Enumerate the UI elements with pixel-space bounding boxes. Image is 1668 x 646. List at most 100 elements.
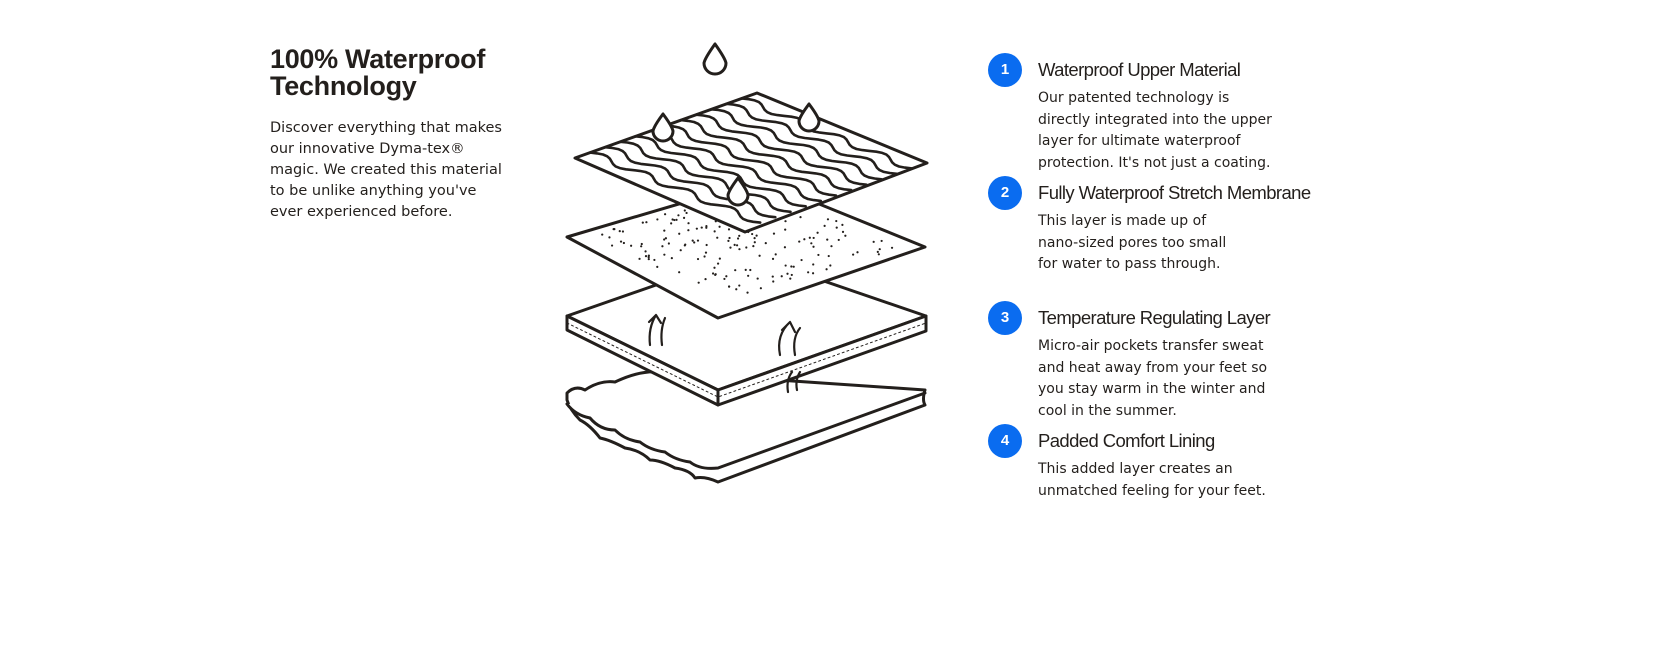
heat-arrow-icon	[778, 320, 802, 357]
pore-dot	[837, 238, 840, 242]
desc-line: directly integrated into the upper	[1038, 111, 1272, 128]
pore-dot	[890, 246, 894, 249]
pore-dot	[780, 275, 783, 278]
pore-dot	[727, 239, 730, 242]
intro-section: 100% Waterproof Technology Discover ever…	[270, 46, 520, 223]
pore-dot	[683, 209, 686, 212]
pore-dot	[756, 277, 759, 280]
pore-dot	[647, 255, 650, 259]
pore-dot	[784, 228, 787, 231]
pore-dot	[745, 246, 748, 249]
pore-dot	[640, 242, 643, 246]
pore-dot	[749, 268, 752, 272]
pore-dot	[753, 241, 756, 244]
pore-dot	[786, 272, 789, 275]
wave-line	[588, 151, 762, 224]
pore-dot	[713, 230, 716, 233]
pore-dot	[687, 222, 690, 225]
wave-line	[634, 135, 807, 208]
pore-dot	[729, 246, 732, 249]
pore-dot	[713, 266, 716, 269]
intro-text: Discover everything that makes our innov…	[270, 118, 520, 223]
pore-dot	[608, 236, 611, 239]
pore-dot	[738, 234, 741, 237]
pore-dot	[670, 256, 673, 260]
pore-dot	[872, 240, 875, 243]
pore-dot	[704, 251, 708, 254]
pore-dot	[663, 238, 666, 241]
pore-dot	[764, 242, 767, 245]
pore-dot	[671, 218, 674, 221]
pore-dot	[877, 253, 880, 256]
wave-line	[725, 102, 898, 176]
pore-dot	[856, 251, 859, 254]
pore-dot	[812, 245, 815, 248]
pore-dot	[677, 214, 680, 217]
pore-dot	[784, 220, 787, 223]
pore-dot	[826, 218, 830, 221]
pore-dot	[825, 268, 828, 271]
pore-dot	[728, 285, 731, 288]
water-drop-icon	[651, 42, 821, 207]
pore-dot	[799, 216, 802, 219]
pore-dot	[682, 216, 686, 220]
pore-dot	[619, 240, 623, 243]
pore-dot	[808, 236, 811, 239]
pore-dot	[670, 222, 673, 225]
intro-line: our innovative Dyma-tex®	[270, 141, 465, 157]
pore-dot	[817, 253, 820, 257]
feature-number-badge: 2	[988, 176, 1022, 210]
pore-dot	[663, 229, 666, 232]
pore-dot	[673, 218, 676, 222]
desc-line: unmatched feeling for your feet.	[1038, 482, 1266, 499]
pore-dot	[810, 242, 813, 245]
pore-dot	[746, 291, 749, 294]
desc-line: you stay warm in the winter and	[1038, 381, 1266, 397]
desc-line: Micro-air pockets transfer sweat	[1038, 338, 1264, 354]
wave-line	[604, 145, 777, 219]
wave-line	[619, 140, 792, 214]
pore-dot	[771, 275, 774, 278]
pore-dot	[716, 236, 719, 239]
temperature-layer	[565, 252, 928, 407]
feature-number-badge: 1	[988, 53, 1022, 87]
wave-line	[710, 108, 883, 181]
pore-dot	[841, 223, 844, 227]
pore-dot	[755, 234, 758, 237]
pore-dot	[841, 230, 845, 233]
pore-dot	[621, 230, 625, 233]
pore-dot	[714, 273, 717, 276]
pore-dot	[811, 272, 815, 275]
pore-dot	[772, 280, 775, 283]
intro-line: magic. We created this material	[270, 162, 502, 178]
heat-arrow-icon	[647, 313, 667, 347]
pore-dot	[656, 218, 659, 221]
pore-dot	[738, 248, 741, 251]
pore-dot	[790, 265, 793, 268]
desc-line: cool in the summer.	[1038, 402, 1177, 419]
desc-line: layer for ultimate waterproof	[1038, 133, 1241, 149]
pore-dot	[711, 272, 715, 275]
pore-dot	[687, 229, 690, 232]
pore-dot	[685, 211, 688, 215]
pore-dot	[733, 243, 736, 247]
pore-dot	[812, 236, 815, 240]
desc-line: and heat away from your feet so	[1038, 359, 1268, 376]
pore-dot	[798, 240, 801, 243]
wave-line	[664, 124, 838, 197]
pore-dot	[630, 244, 633, 247]
pore-dot	[744, 268, 747, 271]
pore-dot	[758, 254, 761, 257]
pore-dot	[792, 265, 795, 268]
pore-dot	[852, 253, 855, 256]
pore-dot	[790, 273, 793, 277]
membrane-layer	[565, 178, 927, 320]
feature-title: Fully Waterproof Stretch Membrane	[1038, 182, 1311, 203]
wave-line	[695, 113, 868, 186]
pore-dot	[753, 237, 756, 240]
pore-dot	[656, 265, 659, 268]
pore-dot	[829, 264, 832, 267]
pore-dot	[622, 241, 625, 245]
pore-dot	[703, 255, 706, 258]
